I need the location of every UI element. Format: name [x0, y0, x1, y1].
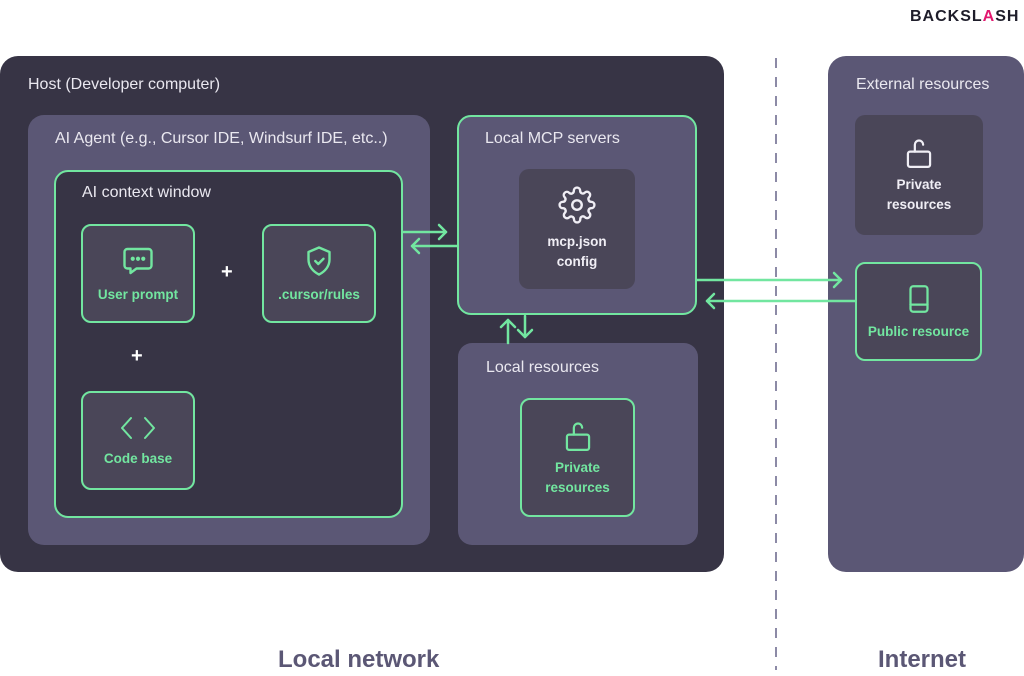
- private-label: Private: [896, 177, 942, 192]
- user-prompt-label: User prompt: [97, 286, 179, 302]
- local-resources-title: Local resources: [486, 359, 599, 376]
- chat-bubble-icon: [123, 247, 153, 274]
- local-network-label: Local network: [278, 646, 440, 673]
- unlock-icon: [906, 139, 932, 168]
- book-icon: [908, 284, 929, 313]
- internet-label: Internet: [878, 646, 967, 673]
- arrow-mcp-to-context: [410, 237, 459, 255]
- logo-text-prefix: BACKSL: [910, 8, 983, 25]
- shield-check-icon: [307, 245, 331, 276]
- logo-slash: A: [982, 8, 996, 25]
- code-base-label: Code base: [103, 450, 173, 466]
- arrow-local-resources-to-mcp: [499, 318, 517, 345]
- context-window-title: AI context window: [82, 184, 211, 201]
- ai-agent-title: AI Agent (e.g., Cursor IDE, Windsurf IDE…: [55, 130, 388, 147]
- public-resource-label: Public resource: [867, 323, 970, 339]
- arrow-public-resource-to-mcp: [705, 292, 857, 310]
- arrow-mcp-to-local-resources: [516, 314, 534, 339]
- arrow-context-to-mcp: [401, 223, 448, 241]
- gear-icon: [558, 186, 596, 224]
- mcp-config-card: mcp.json config: [519, 169, 635, 289]
- config-label: config: [556, 254, 598, 269]
- resources-label: resources: [545, 479, 610, 495]
- unlock-icon: [565, 421, 590, 451]
- logo-text-suffix: SH: [995, 8, 1020, 25]
- cursor-rules-label: .cursor/rules: [278, 286, 360, 302]
- local-private-resources-card: Private resources: [520, 398, 635, 517]
- plus-sign: +: [131, 345, 143, 367]
- resources-label: resources: [886, 197, 952, 212]
- cursor-rules-card: .cursor/rules: [262, 224, 376, 323]
- backslash-logo: BACKSLASH: [910, 8, 1019, 26]
- arrow-mcp-to-public-resource: [695, 271, 843, 289]
- host-title: Host (Developer computer): [28, 76, 221, 93]
- plus-sign: +: [221, 261, 233, 283]
- mcp-json-label: mcp.json: [547, 234, 607, 249]
- external-private-resources-card: Private resources: [855, 115, 983, 235]
- private-label: Private: [554, 459, 601, 475]
- mcp-servers-title: Local MCP servers: [485, 130, 620, 147]
- user-prompt-card: User prompt: [81, 224, 195, 323]
- external-resources-title: External resources: [856, 76, 990, 93]
- code-brackets-icon: [121, 416, 155, 439]
- public-resource-card: Public resource: [855, 262, 982, 361]
- code-base-card: Code base: [81, 391, 195, 490]
